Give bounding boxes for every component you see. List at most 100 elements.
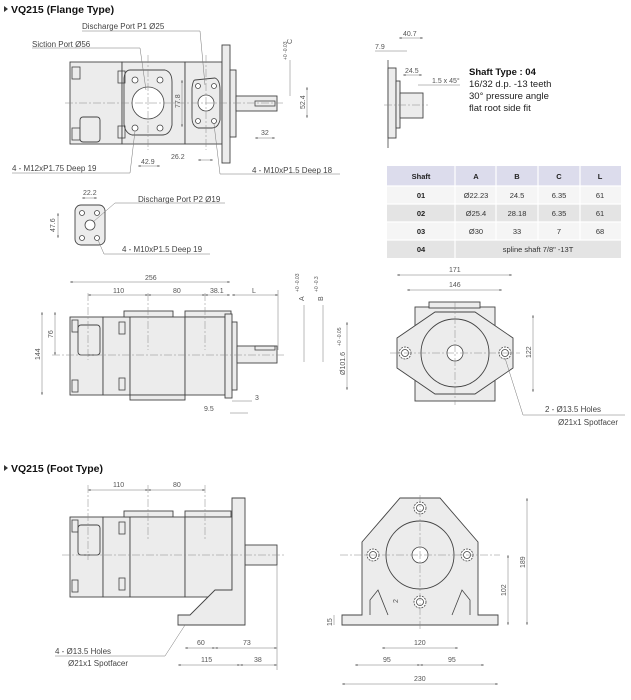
dimension-label: L	[252, 288, 256, 295]
flange-side-dimensions: 256 110 80 38.1 L A +0 -0.03 B +0 -0.3 1…	[35, 273, 348, 414]
dimension-label: 6.35	[552, 209, 567, 218]
dimension-label: +0 -0.03	[283, 41, 289, 60]
dimension-label: 24.5	[405, 68, 419, 75]
header-a: A	[473, 172, 479, 181]
dimension-label: 7	[557, 227, 561, 236]
dimension-label: 15	[327, 618, 334, 626]
dimension-label: +0 -0.05	[337, 327, 343, 346]
dimension-label: Ø25.4	[466, 209, 486, 218]
dimension-label: 122	[526, 346, 533, 358]
shaft-type-04-view: 40.7 7.9 24.5 1.5 x 45° Shaft Type : 04 …	[375, 31, 551, 148]
dimension-label: Shaft Type : 04	[469, 67, 537, 78]
dimension-label: 47.6	[50, 218, 57, 232]
dimension-label: flat root side fit	[469, 103, 531, 114]
dimension-label: 102	[501, 584, 508, 596]
dimension-label: 03	[417, 227, 425, 236]
foot-side-view: 110 80 60 73 115 38 4 - Ø13.5 Holes Ø21x…	[55, 482, 285, 670]
dimension-label: 95	[383, 657, 391, 664]
dimension-label: Ø30	[469, 227, 483, 236]
dimension-label: 120	[414, 640, 426, 647]
dimension-label: A	[299, 296, 306, 301]
bullet-icon	[4, 465, 8, 471]
dimension-label: Ø21x1 Spotfacer	[558, 418, 618, 427]
dimension-label: 189	[520, 556, 527, 568]
flange-top-view	[65, 44, 285, 164]
flange-section-title: VQ215 (Flange Type)	[4, 4, 114, 16]
dimension-label: 26.2	[171, 154, 185, 161]
table-row: 04 spline shaft 7/8" -13T	[417, 245, 574, 254]
dimension-label: 4 - M10xP1.5 Deep 19	[122, 245, 203, 254]
dimension-label: 80	[173, 288, 181, 295]
dimension-label: C	[287, 39, 294, 44]
dimension-label: Ø21x1 Spotfacer	[68, 659, 128, 668]
flange-front-view: 171 146 122 2 - Ø13.5 Holes Ø21x1 Spotfa…	[390, 267, 625, 427]
dimension-label: Ø22.23	[464, 191, 489, 200]
dimension-label: 3	[255, 395, 259, 402]
dimension-label: 40.7	[403, 31, 417, 38]
dimension-label: 115	[201, 657, 212, 664]
dimension-label: 146	[449, 282, 461, 289]
header-l: L	[598, 172, 603, 181]
dimension-label: 28.18	[508, 209, 527, 218]
dimension-label: 32	[261, 130, 269, 137]
dimension-label: 110	[113, 288, 124, 295]
dimension-label: 144	[35, 348, 42, 360]
dimension-label: 30° pressure angle	[469, 91, 549, 102]
dimension-label: +0 -0.03	[295, 273, 301, 292]
dimension-label: 22.2	[83, 190, 97, 197]
dimension-label: 42.9	[141, 159, 155, 166]
dimension-label: spline shaft 7/8" -13T	[503, 245, 574, 254]
foot-front-view: 189 102 15 2 120 95 95 230	[327, 495, 528, 685]
table-row: 01 Ø22.23 24.5 6.35 61	[417, 191, 604, 200]
dimension-label: 02	[417, 209, 425, 218]
dimension-label: 76	[48, 330, 55, 338]
table-row: 02 Ø25.4 28.18 6.35 61	[417, 209, 604, 218]
dimension-label: 4 - M12xP1.75 Deep 19	[12, 164, 97, 173]
dimension-label: 77.8	[175, 94, 182, 108]
section-title: VQ215 (Flange Type)	[11, 4, 114, 16]
dimension-label: 7.9	[375, 44, 385, 51]
flange-top-dimensions: Discharge Port P1 Ø25 Siction Port Ø56 4…	[12, 22, 340, 175]
table-row: 03 Ø30 33 7 68	[417, 227, 604, 236]
dimension-label: 95	[448, 657, 456, 664]
dimension-label: 52.4	[300, 95, 307, 109]
dimension-label: 2 - Ø13.5 Holes	[545, 405, 601, 414]
dimension-label: 171	[449, 267, 461, 274]
dimension-label: 16/32 d.p. -13 teeth	[469, 79, 551, 90]
dimension-label: 24.5	[510, 191, 525, 200]
dimension-label: +0 -0.3	[314, 276, 320, 292]
dimension-label: 256	[145, 275, 157, 282]
dimension-label: 110	[113, 482, 124, 489]
dimension-label: Ø101.6	[340, 352, 347, 375]
dimension-label: 04	[417, 245, 426, 254]
header-shaft: Shaft	[412, 172, 431, 181]
dimension-label: 61	[596, 209, 604, 218]
dimension-label: 68	[596, 227, 604, 236]
dimension-label: 2	[393, 599, 400, 603]
flange-side-view	[52, 293, 285, 401]
dimension-label: 60	[197, 640, 205, 647]
port-p2-view: 22.2 47.6 Discharge Port P2 Ø19 4 - M10x…	[50, 190, 225, 255]
dimension-label: 33	[513, 227, 521, 236]
dimension-label: B	[318, 296, 325, 301]
dimension-label: 230	[414, 676, 426, 683]
dimension-label: 38.1	[210, 288, 224, 295]
dimension-label: 1.5 x 45°	[432, 77, 460, 85]
dimension-label: 73	[243, 640, 251, 647]
dimension-label: 6.35	[552, 191, 567, 200]
bullet-icon	[4, 6, 8, 12]
dimension-label: Discharge Port P2 Ø19	[138, 195, 221, 204]
dimension-label: 80	[173, 482, 181, 489]
header-c: C	[556, 172, 562, 181]
dimension-label: 61	[596, 191, 604, 200]
section-title: VQ215 (Foot Type)	[11, 463, 103, 475]
dimension-label: Siction Port Ø56	[32, 40, 91, 49]
shaft-table: Shaft A B C L 01 Ø22.23 24.5 6.35 61 02 …	[387, 166, 621, 258]
dimension-label: 9.5	[204, 406, 214, 413]
foot-section-title: VQ215 (Foot Type)	[4, 463, 103, 475]
dimension-label: 01	[417, 191, 425, 200]
dimension-label: 38	[254, 657, 262, 664]
dimension-label: Discharge Port P1 Ø25	[82, 22, 165, 31]
header-b: B	[514, 172, 520, 181]
